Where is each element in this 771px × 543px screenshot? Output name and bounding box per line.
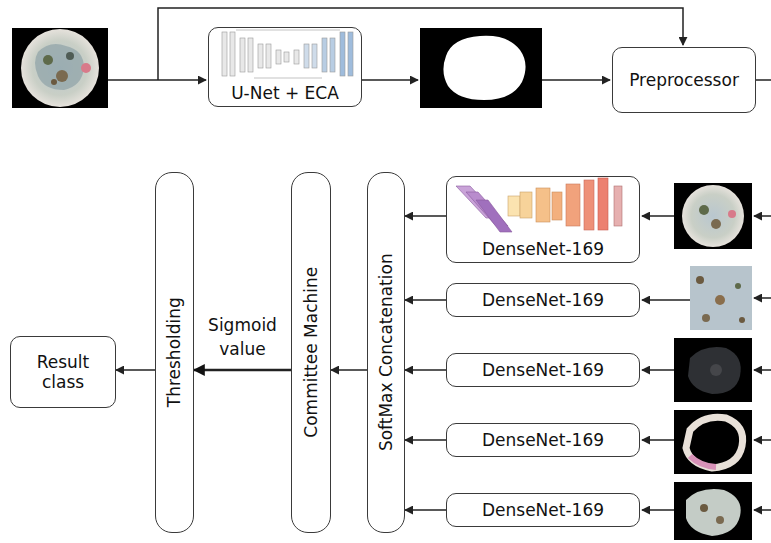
network-box: DenseNet-169 — [446, 423, 640, 457]
node-label: SoftMax Concatenation — [376, 250, 396, 456]
network-box: DenseNet-169 — [446, 283, 640, 317]
node-label: DenseNet-169 — [478, 290, 608, 310]
lesion-crop — [674, 482, 752, 540]
flow-arrow — [405, 509, 446, 511]
node-label: DenseNet-169 — [478, 500, 608, 520]
network-box: DenseNet-169 — [446, 176, 640, 263]
node-label: Thresholding — [164, 293, 184, 411]
network-box: U-Net + ECA — [208, 27, 362, 107]
vertical-stage: SoftMax Concatenation — [367, 172, 405, 533]
flow-arrow — [331, 369, 367, 371]
vertical-stage: Thresholding — [155, 172, 194, 533]
zoomed-texture — [690, 266, 752, 330]
flow-arrow — [405, 299, 446, 301]
densenet-sketch — [456, 178, 622, 232]
unet-sketch — [222, 30, 353, 78]
node-label: DenseNet-169 — [478, 239, 608, 259]
node-label: U-Net + ECA — [227, 83, 343, 103]
flow-arrow — [194, 369, 291, 372]
node-label: Preprocessor — [625, 70, 743, 90]
node-label: DenseNet-169 — [478, 430, 608, 450]
flow-arrow — [116, 369, 155, 371]
network-box: DenseNet-169 — [446, 353, 640, 387]
flow-arrow — [405, 439, 446, 441]
input-image — [12, 28, 108, 108]
flow-arrow — [405, 215, 446, 217]
vertical-stage: Committee Machine — [291, 172, 331, 533]
edge-label: Sigmoid value — [196, 313, 289, 362]
data-wires — [108, 8, 771, 510]
node-label: Result class — [11, 352, 115, 393]
node-label: Committee Machine — [301, 263, 321, 442]
network-box: DenseNet-169 — [446, 493, 640, 527]
node-label: DenseNet-169 — [478, 360, 608, 380]
whole-image — [674, 183, 752, 249]
flow-arrow — [405, 369, 446, 371]
dark-region — [674, 338, 752, 402]
border-ring — [674, 410, 752, 474]
output-box: Result class — [10, 336, 116, 408]
process-box: Preprocessor — [612, 47, 756, 113]
segmentation-mask — [420, 28, 542, 108]
